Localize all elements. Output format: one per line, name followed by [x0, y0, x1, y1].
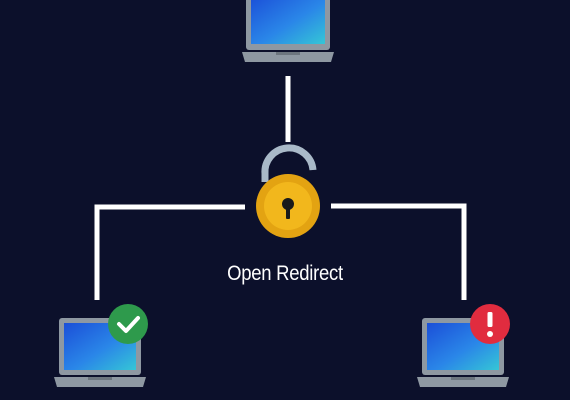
laptop-icon [242, 0, 334, 62]
diagram-label: Open Redirect [227, 262, 343, 285]
connector-lines [94, 76, 467, 300]
connector-right [331, 203, 467, 300]
open-padlock-icon [256, 144, 320, 238]
checkmark-icon [108, 304, 148, 344]
connector-left [94, 204, 245, 300]
exclamation-icon [470, 304, 510, 344]
